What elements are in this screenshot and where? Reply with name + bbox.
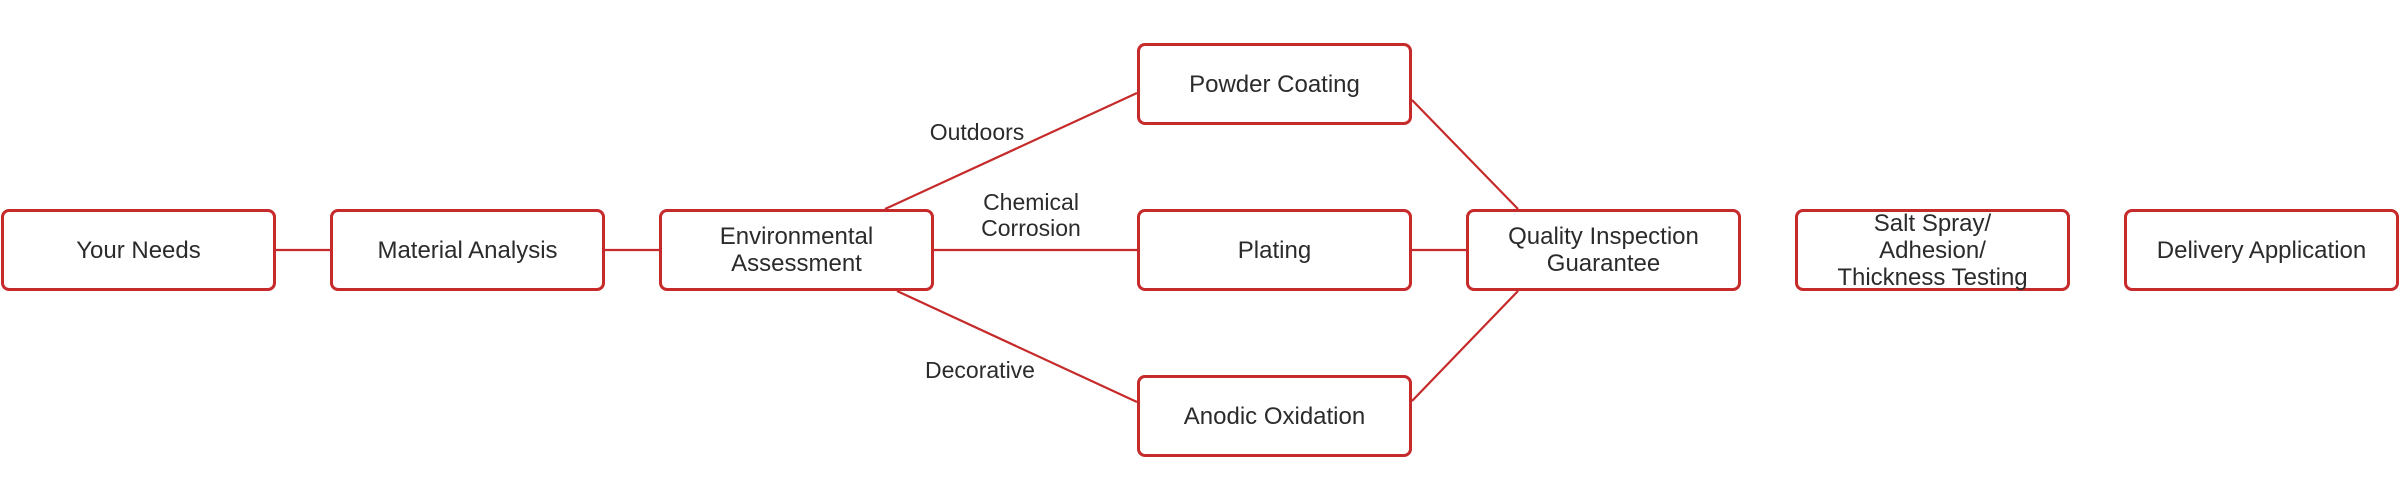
node-anodic-oxidation: Anodic Oxidation (1137, 375, 1412, 457)
edge-label-decorative: Decorative (925, 357, 1035, 383)
node-your-needs: Your Needs (1, 209, 276, 291)
node-quality-inspection: Quality Inspection Guarantee (1466, 209, 1741, 291)
node-testing: Salt Spray/ Adhesion/ Thickness Testing (1795, 209, 2070, 291)
edge-label-chemical-corrosion: Chemical Corrosion (981, 189, 1081, 241)
node-environmental-assessment: Environmental Assessment (659, 209, 934, 291)
edge-label-outdoors: Outdoors (929, 119, 1025, 145)
edge-environmental-to-powder-coating (884, 92, 1138, 210)
node-material-analysis: Material Analysis (330, 209, 605, 291)
edge-environmental-to-anodic-oxidation (896, 290, 1138, 403)
edge-anodic-oxidation-to-quality (1411, 290, 1519, 402)
node-plating: Plating (1137, 209, 1412, 291)
node-delivery-application: Delivery Application (2124, 209, 2399, 291)
edge-powder-coating-to-quality (1411, 99, 1519, 210)
node-powder-coating: Powder Coating (1137, 43, 1412, 125)
